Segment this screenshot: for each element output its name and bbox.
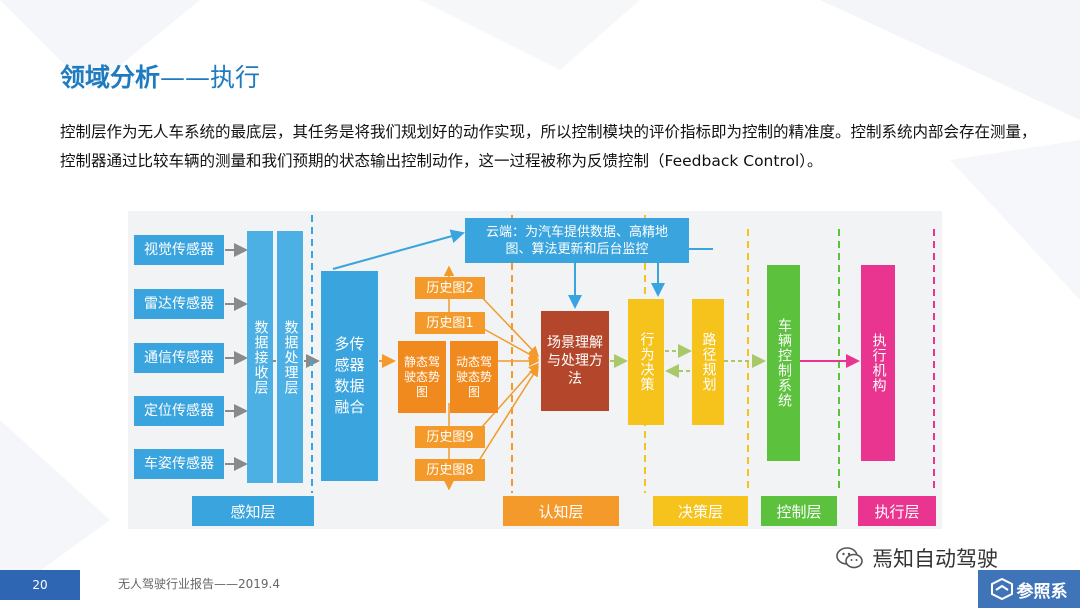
execution-layer-label: 执行层 xyxy=(858,496,936,526)
history-map-2: 历史图2 xyxy=(415,277,485,299)
sensor-communication: 通信传感器 xyxy=(134,343,224,373)
vehicle-control-system-box: 车辆控制系统 xyxy=(767,265,800,461)
actuator-label: 执行机构 xyxy=(870,333,887,393)
behavior-decision-box: 行为决策 xyxy=(628,299,664,425)
control-layer-label: 控制层 xyxy=(761,496,837,526)
wechat-icon xyxy=(836,547,863,569)
behavior-decision-label: 行为决策 xyxy=(638,332,655,392)
perception-layer-label: 感知层 xyxy=(192,496,314,526)
autonomous-driving-architecture-diagram: 视觉传感器 雷达传感器 通信传感器 定位传感器 车姿传感器 数据接收层 数据处理… xyxy=(128,211,942,529)
history-map-8: 历史图8 xyxy=(415,459,485,481)
multi-sensor-fusion-box: 多传感器数据融合 xyxy=(321,271,378,481)
wechat-account-name: 焉知自动驾驶 xyxy=(872,547,998,571)
data-receive-layer: 数据接收层 xyxy=(247,231,273,483)
page-number: 20 xyxy=(0,570,80,600)
title-sub: ——执行 xyxy=(160,63,261,92)
cognition-layer-label: 认知层 xyxy=(503,496,619,526)
brand-logo: 参照系 xyxy=(978,570,1080,608)
scene-understanding-box: 场景理解与处理方法 xyxy=(541,311,609,411)
logo-mark-icon xyxy=(990,578,1013,600)
vehicle-control-label: 车辆控制系统 xyxy=(776,318,792,408)
path-planning-box: 路径规划 xyxy=(692,299,724,425)
history-map-1: 历史图1 xyxy=(415,312,485,334)
title-main: 领域分析 xyxy=(60,63,161,92)
history-map-9: 历史图9 xyxy=(415,426,485,448)
sensor-radar: 雷达传感器 xyxy=(134,289,224,319)
page-title: 领域分析——执行 xyxy=(60,58,260,94)
logo-text: 参照系 xyxy=(1016,581,1068,602)
path-planning-label: 路径规划 xyxy=(700,332,717,392)
actuator-box: 执行机构 xyxy=(861,265,895,461)
cloud-box: 云端：为汽车提供数据、高精地图、算法更新和后台监控 xyxy=(465,218,689,263)
intro-paragraph: 控制层作为无人车系统的最底层，其任务是将我们规划好的动作实现，所以控制模块的评价… xyxy=(60,123,1037,170)
decision-layer-label: 决策层 xyxy=(653,496,748,526)
sensor-positioning: 定位传感器 xyxy=(134,396,224,426)
sensor-vision: 视觉传感器 xyxy=(134,235,224,265)
data-receive-label: 数据接收层 xyxy=(252,319,269,395)
data-process-label: 数据处理层 xyxy=(282,319,299,395)
dynamic-situation-map: 动态驾驶态势图 xyxy=(450,341,498,413)
report-footer-text: 无人驾驶行业报告——2019.4 xyxy=(118,577,280,591)
wechat-account: 焉知自动驾驶 xyxy=(836,543,998,573)
sensor-vehicle-attitude: 车姿传感器 xyxy=(134,449,224,479)
static-situation-map: 静态驾驶态势图 xyxy=(398,341,446,413)
data-process-layer: 数据处理层 xyxy=(277,231,303,483)
diagram-connectors xyxy=(225,215,935,493)
